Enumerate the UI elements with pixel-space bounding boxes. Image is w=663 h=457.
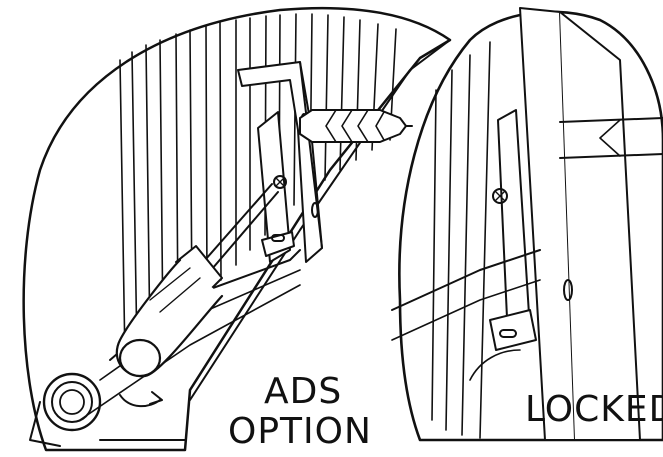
right-detail-panel	[391, 7, 663, 442]
screwdriver-icon	[115, 183, 279, 378]
label-option: OPTION	[228, 411, 372, 452]
label-locked: LOCKED	[525, 389, 663, 430]
locking-clip	[257, 111, 295, 263]
rotation-arrow-icon	[119, 391, 163, 408]
left-detail-panel	[22, 6, 452, 452]
coiled-end	[29, 372, 102, 447]
label-ads: ADS	[264, 371, 343, 412]
wall-anchor-icon	[299, 109, 413, 143]
